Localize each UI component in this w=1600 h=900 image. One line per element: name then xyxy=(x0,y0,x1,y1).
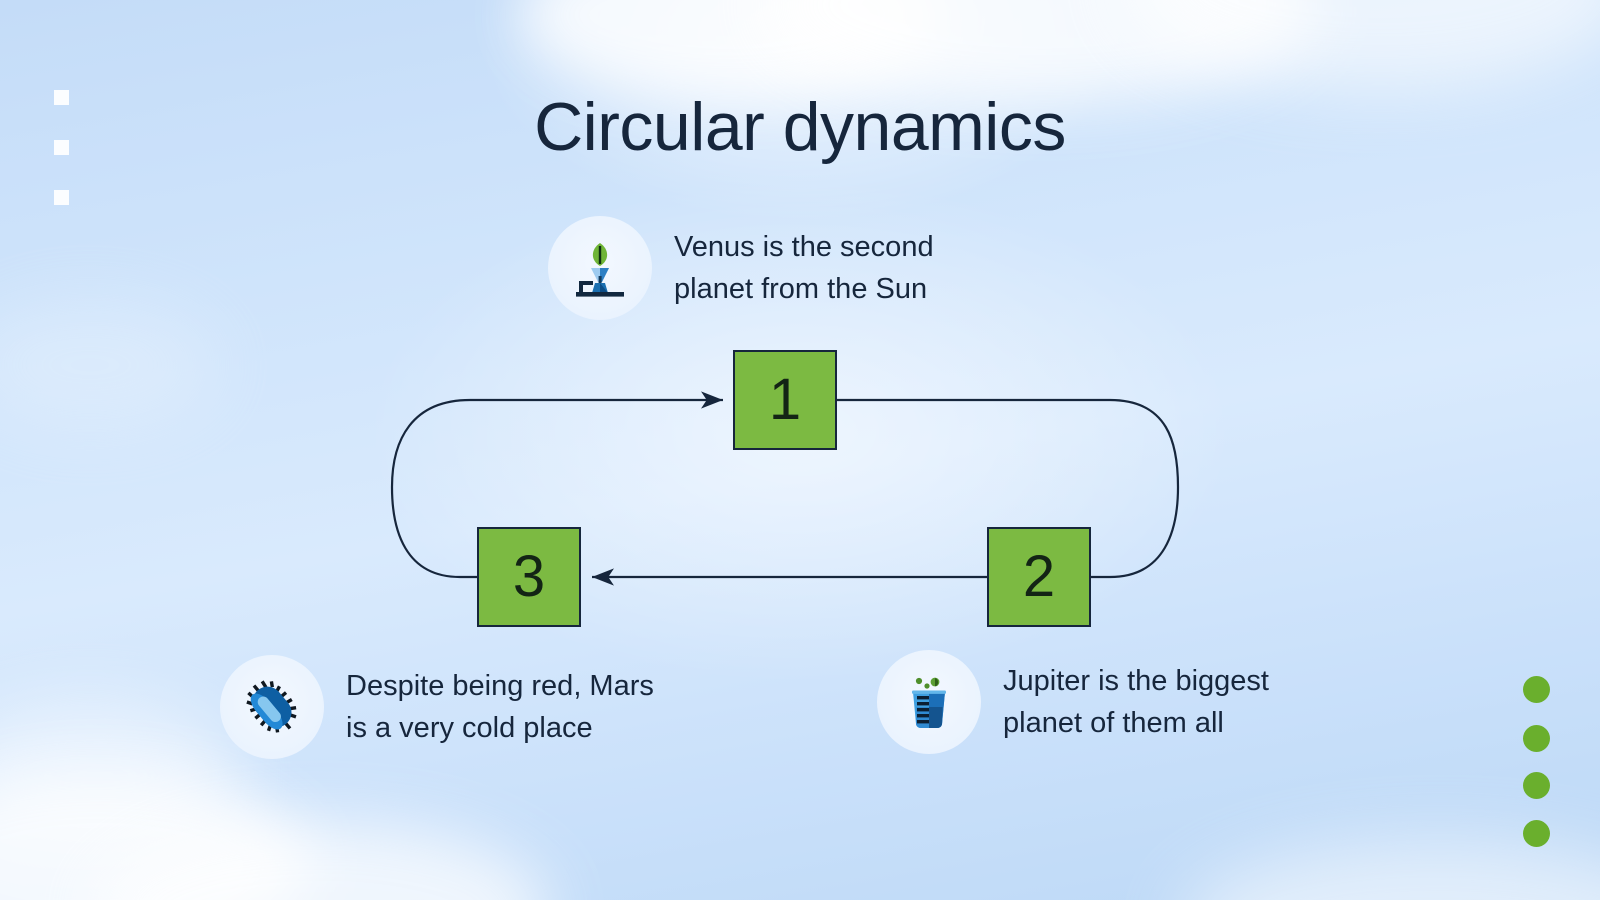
decoration-dot-4 xyxy=(1523,820,1550,847)
bacteria-icon xyxy=(246,680,297,733)
cloud-decoration xyxy=(520,0,940,100)
cloud-decoration xyxy=(1120,0,1600,90)
callout-jupiter[interactable]: Jupiter is the biggest planet of them al… xyxy=(877,650,1269,754)
decoration-square-2 xyxy=(54,140,69,155)
beaker-icon xyxy=(912,677,946,728)
decoration-square-1 xyxy=(54,90,69,105)
callout-venus-icon-badge xyxy=(548,216,652,320)
plant-burner-icon xyxy=(576,243,624,297)
callout-mars[interactable]: Despite being red, Mars is a very cold p… xyxy=(220,655,654,759)
cloud-decoration xyxy=(0,700,240,850)
cycle-node-1-label: 1 xyxy=(768,367,802,432)
callout-mars-text: Despite being red, Mars is a very cold p… xyxy=(346,669,654,744)
cloud-decoration xyxy=(0,770,310,900)
cycle-node-2-label: 2 xyxy=(1022,544,1056,609)
slide-title: Circular dynamics xyxy=(534,89,1066,165)
callout-venus[interactable]: Venus is the second planet from the Sun xyxy=(548,216,934,320)
decoration-dot-3 xyxy=(1523,772,1550,799)
decoration-dot-2 xyxy=(1523,725,1550,752)
cycle-node-2[interactable]: 2 xyxy=(987,527,1091,627)
decoration-square-3 xyxy=(54,190,69,205)
cloud-decoration xyxy=(90,820,550,900)
callout-venus-text: Venus is the second planet from the Sun xyxy=(674,230,934,305)
callout-jupiter-text: Jupiter is the biggest planet of them al… xyxy=(1003,664,1269,739)
callout-jupiter-icon-badge xyxy=(877,650,981,754)
cycle-node-3[interactable]: 3 xyxy=(477,527,581,627)
cycle-node-1[interactable]: 1 xyxy=(733,350,837,450)
decoration-dot-1 xyxy=(1523,676,1550,703)
cloud-decoration xyxy=(1180,840,1600,900)
cycle-node-3-label: 3 xyxy=(512,544,546,609)
callout-mars-icon-badge xyxy=(220,655,324,759)
cloud-decoration xyxy=(0,300,220,430)
